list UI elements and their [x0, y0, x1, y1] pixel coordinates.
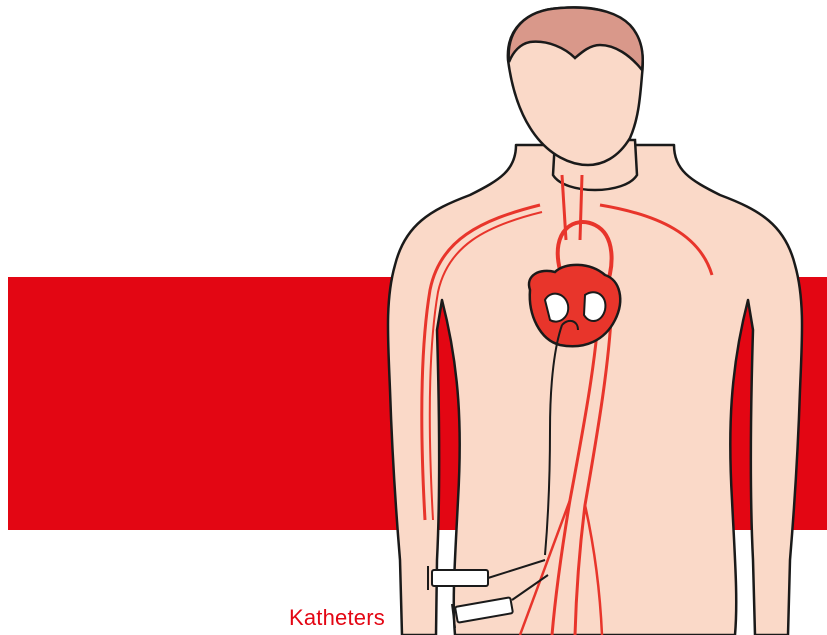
syringe-upper-body — [432, 570, 488, 586]
catheters-label: Katheters — [289, 605, 385, 631]
vessel-neck-right — [580, 175, 582, 240]
heart-chamber-left — [545, 294, 568, 322]
heart-chamber-right — [584, 292, 605, 321]
